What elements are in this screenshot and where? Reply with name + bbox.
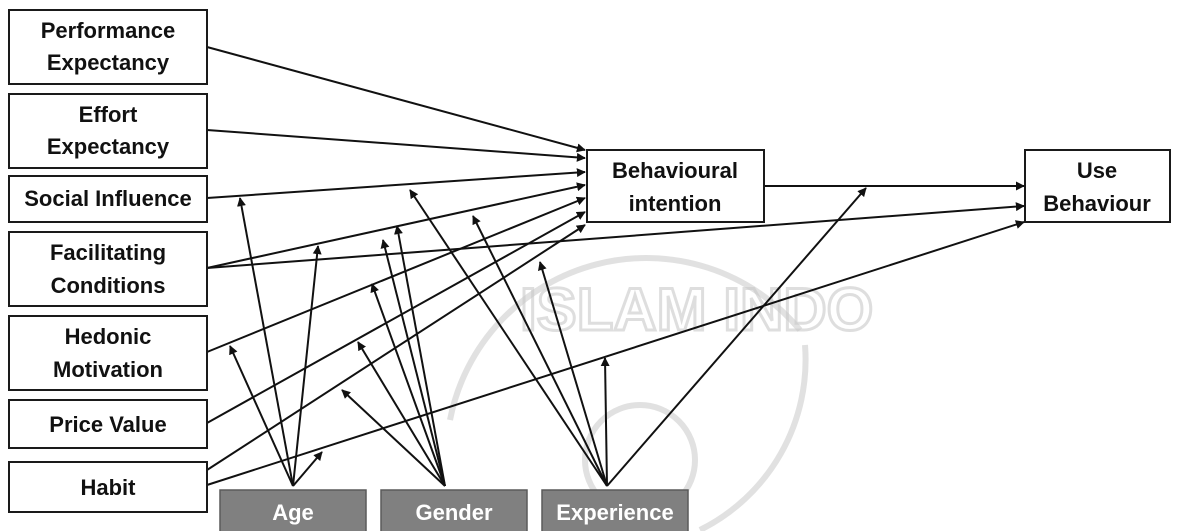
price-value-label: Price Value	[49, 412, 166, 437]
behavioural-intention-line2: intention	[629, 191, 722, 216]
use-behaviour-line1: Use	[1077, 158, 1117, 183]
age-label: Age	[272, 500, 314, 525]
use-behaviour-line2: Behaviour	[1043, 191, 1151, 216]
arrow-pe-bi	[206, 46, 586, 153]
experience-label: Experience	[556, 500, 673, 525]
social-influence-label: Social Influence	[24, 186, 192, 211]
effort-expectancy-line2: Expectancy	[47, 134, 170, 159]
arrow-gender-habit	[341, 389, 446, 487]
arrow-ee-bi	[206, 129, 586, 162]
use-behaviour-box: Use Behaviour	[1024, 149, 1171, 223]
arrow-exp-fc	[472, 215, 608, 487]
effort-expectancy-line1: Effort	[79, 102, 138, 127]
habit-box: Habit	[8, 461, 208, 513]
gender-label: Gender	[415, 500, 492, 525]
arrow-fc-bi	[206, 182, 586, 269]
performance-expectancy-line2: Expectancy	[47, 50, 170, 75]
arrow-gender-fc	[380, 239, 446, 487]
arrow-habit-ub	[206, 220, 1025, 486]
behavioural-intention-box: Behavioural intention	[586, 149, 765, 223]
arrow-si-bi	[206, 168, 586, 199]
gender-box: Gender	[380, 489, 528, 531]
price-value-box: Price Value	[8, 399, 208, 449]
age-box: Age	[219, 489, 367, 531]
hedonic-motivation-box: Hedonic Motivation	[8, 315, 208, 391]
facilitating-conditions-line2: Conditions	[51, 273, 166, 298]
arrow-exp-pv	[600, 357, 610, 487]
effort-expectancy-box: Effort Expectancy	[8, 93, 208, 169]
hedonic-motivation-line2: Motivation	[53, 357, 163, 382]
arrow-pv-bi	[206, 211, 586, 424]
arrow-exp-si	[409, 189, 608, 487]
arrow-exp-bi-ub	[606, 187, 867, 487]
habit-label: Habit	[81, 475, 137, 500]
watermark-text: ISLAM INDO	[520, 276, 873, 343]
arrow-hm-bi	[206, 196, 586, 353]
arrow-age-fc	[292, 245, 322, 487]
arrow-age-si	[237, 197, 294, 487]
social-influence-box: Social Influence	[8, 175, 208, 223]
facilitating-conditions-box: Facilitating Conditions	[8, 231, 208, 307]
experience-box: Experience	[541, 489, 689, 531]
watermark-seal: ISLAM INDO	[447, 255, 875, 531]
arrow-gender-si	[394, 225, 446, 487]
performance-expectancy-line1: Performance	[41, 18, 176, 43]
performance-expectancy-box: Performance Expectancy	[8, 9, 208, 85]
arrow-gender-hm	[370, 283, 446, 487]
arrow-gender-pv	[357, 341, 446, 487]
arrow-exp-hm	[538, 261, 608, 487]
arrows	[206, 46, 1025, 487]
arrow-fc-ub	[206, 202, 1025, 269]
hedonic-motivation-line1: Hedonic	[65, 324, 152, 349]
arrow-age-hm	[229, 345, 294, 487]
arrow-age-habit	[292, 451, 323, 487]
facilitating-conditions-line1: Facilitating	[50, 240, 166, 265]
behavioural-intention-line1: Behavioural	[612, 158, 738, 183]
